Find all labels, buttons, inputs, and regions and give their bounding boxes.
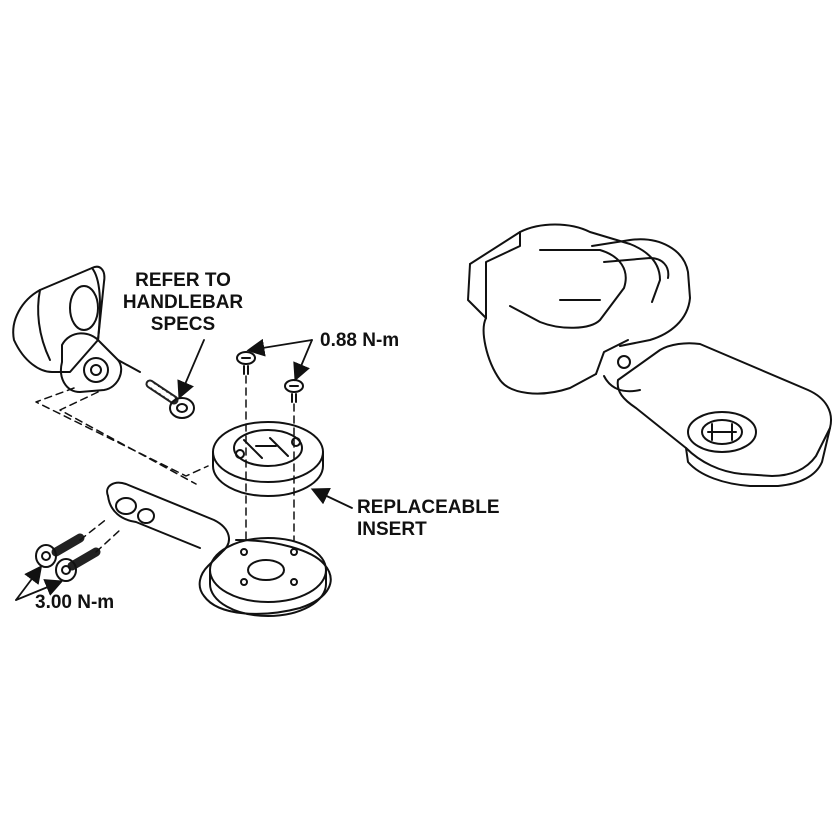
insert-screw-torque-label: 0.88 N-m [320, 330, 400, 351]
leader-lines [15, 338, 353, 601]
assembly-guide-lines [35, 375, 295, 553]
handlebar-label-line3: SPECS [150, 314, 216, 335]
arm-bolt-torque-label: 3.00 N-m [35, 592, 115, 613]
arm-bolts [35, 533, 101, 582]
replaceable-insert-label: REPLACEABLE INSERT [357, 497, 500, 541]
handlebar-clamp [12, 265, 141, 393]
stem-mount-arm [106, 481, 332, 617]
handlebar-clamp-bolt [145, 379, 195, 419]
insert-screw-left [236, 351, 256, 375]
insert-label-line1: REPLACEABLE [357, 497, 500, 518]
handlebar-label-line2: HANDLEBAR [122, 292, 244, 313]
insert-label-line2: INSERT [357, 519, 427, 540]
handlebar-label-line1: REFER TO [135, 270, 231, 291]
handlebar-specs-label: REFER TO HANDLEBAR SPECS [108, 270, 258, 336]
replaceable-insert [212, 421, 324, 497]
assembled-mount-view [467, 223, 832, 487]
insert-screw-right [284, 379, 304, 403]
